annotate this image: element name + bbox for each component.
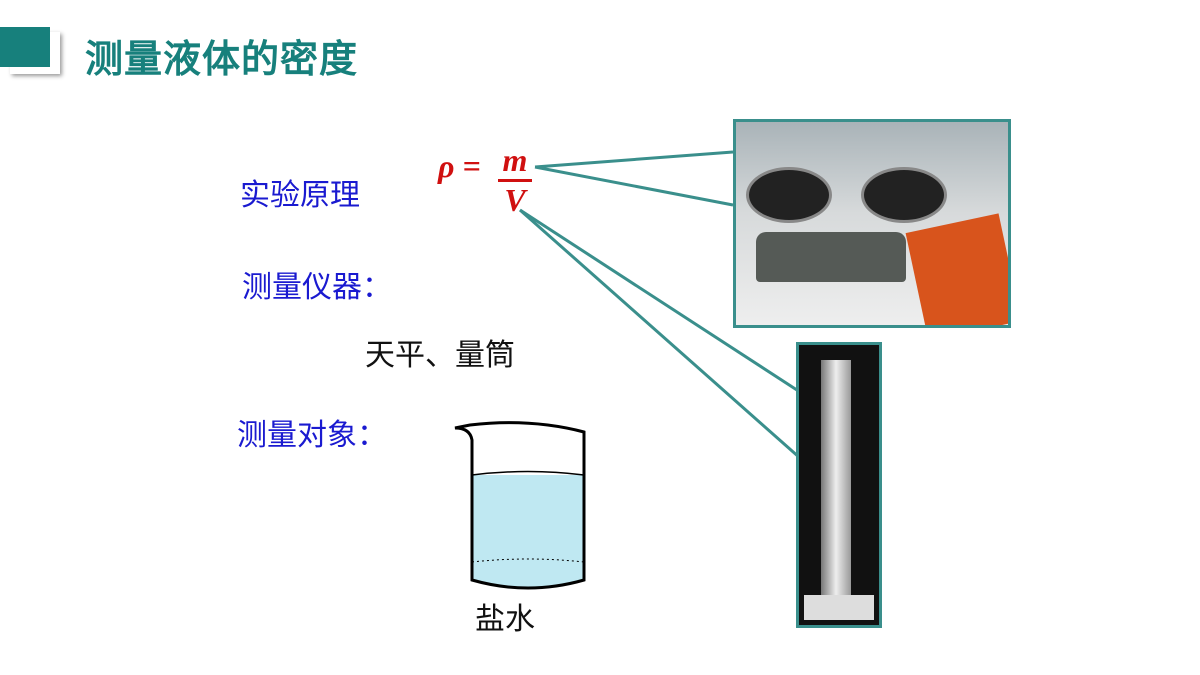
line-to-balance-1 [534, 150, 734, 169]
object-label: 测量对象： [237, 418, 387, 453]
line-to-balance-2 [534, 165, 734, 207]
density-formula: ρ = m V [438, 142, 532, 218]
title-square [0, 27, 50, 67]
formula-lhs: ρ = [438, 148, 481, 184]
page-title: 测量液体的密度 [85, 37, 359, 81]
balance-photo [733, 119, 1011, 328]
principle-label: 实验原理 [240, 178, 360, 213]
formula-denominator: V [504, 182, 526, 218]
beaker-icon [454, 421, 586, 590]
graduated-cylinder-photo [796, 342, 882, 628]
object-value: 盐水 [475, 602, 535, 637]
formula-numerator: m [502, 142, 528, 178]
fraction-bar [498, 179, 532, 182]
line-to-cylinder-1 [519, 208, 801, 394]
instruments-value: 天平、量筒 [365, 338, 515, 373]
instruments-label: 测量仪器： [242, 270, 392, 305]
line-to-cylinder-2 [519, 208, 801, 460]
